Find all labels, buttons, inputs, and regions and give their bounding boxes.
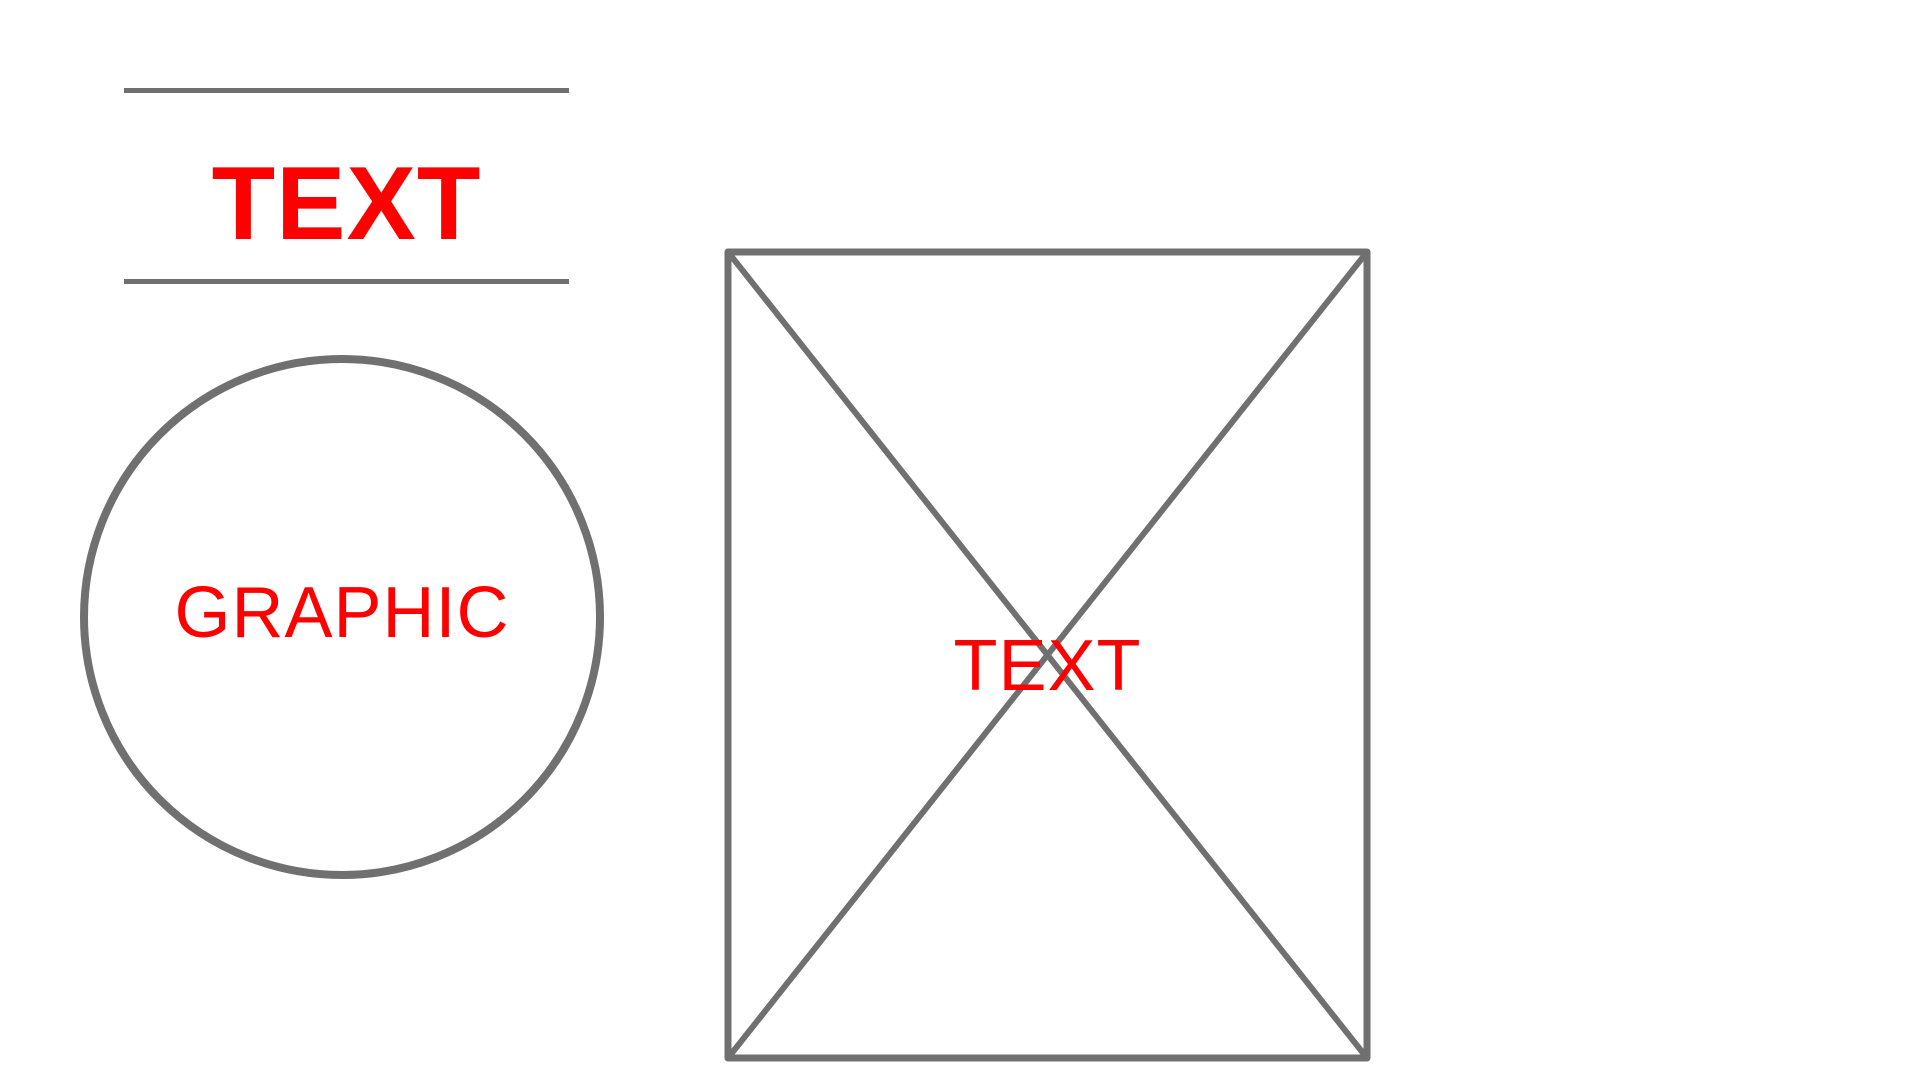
title-bottom-rule [124,279,569,284]
graphic-placeholder-label: GRAPHIC [174,573,510,653]
placeholder-diagonal-2 [725,249,1370,1061]
image-placeholder-label: TEXT [953,626,1142,706]
placeholder-frame-border [724,248,1371,1062]
title-text: TEXT [211,146,482,262]
image-placeholder-box [724,248,1371,1062]
image-placeholder-frame [724,248,1371,1062]
title-top-rule [124,88,569,93]
title-block: TEXT [124,88,569,284]
graphic-placeholder-circle [80,355,604,879]
